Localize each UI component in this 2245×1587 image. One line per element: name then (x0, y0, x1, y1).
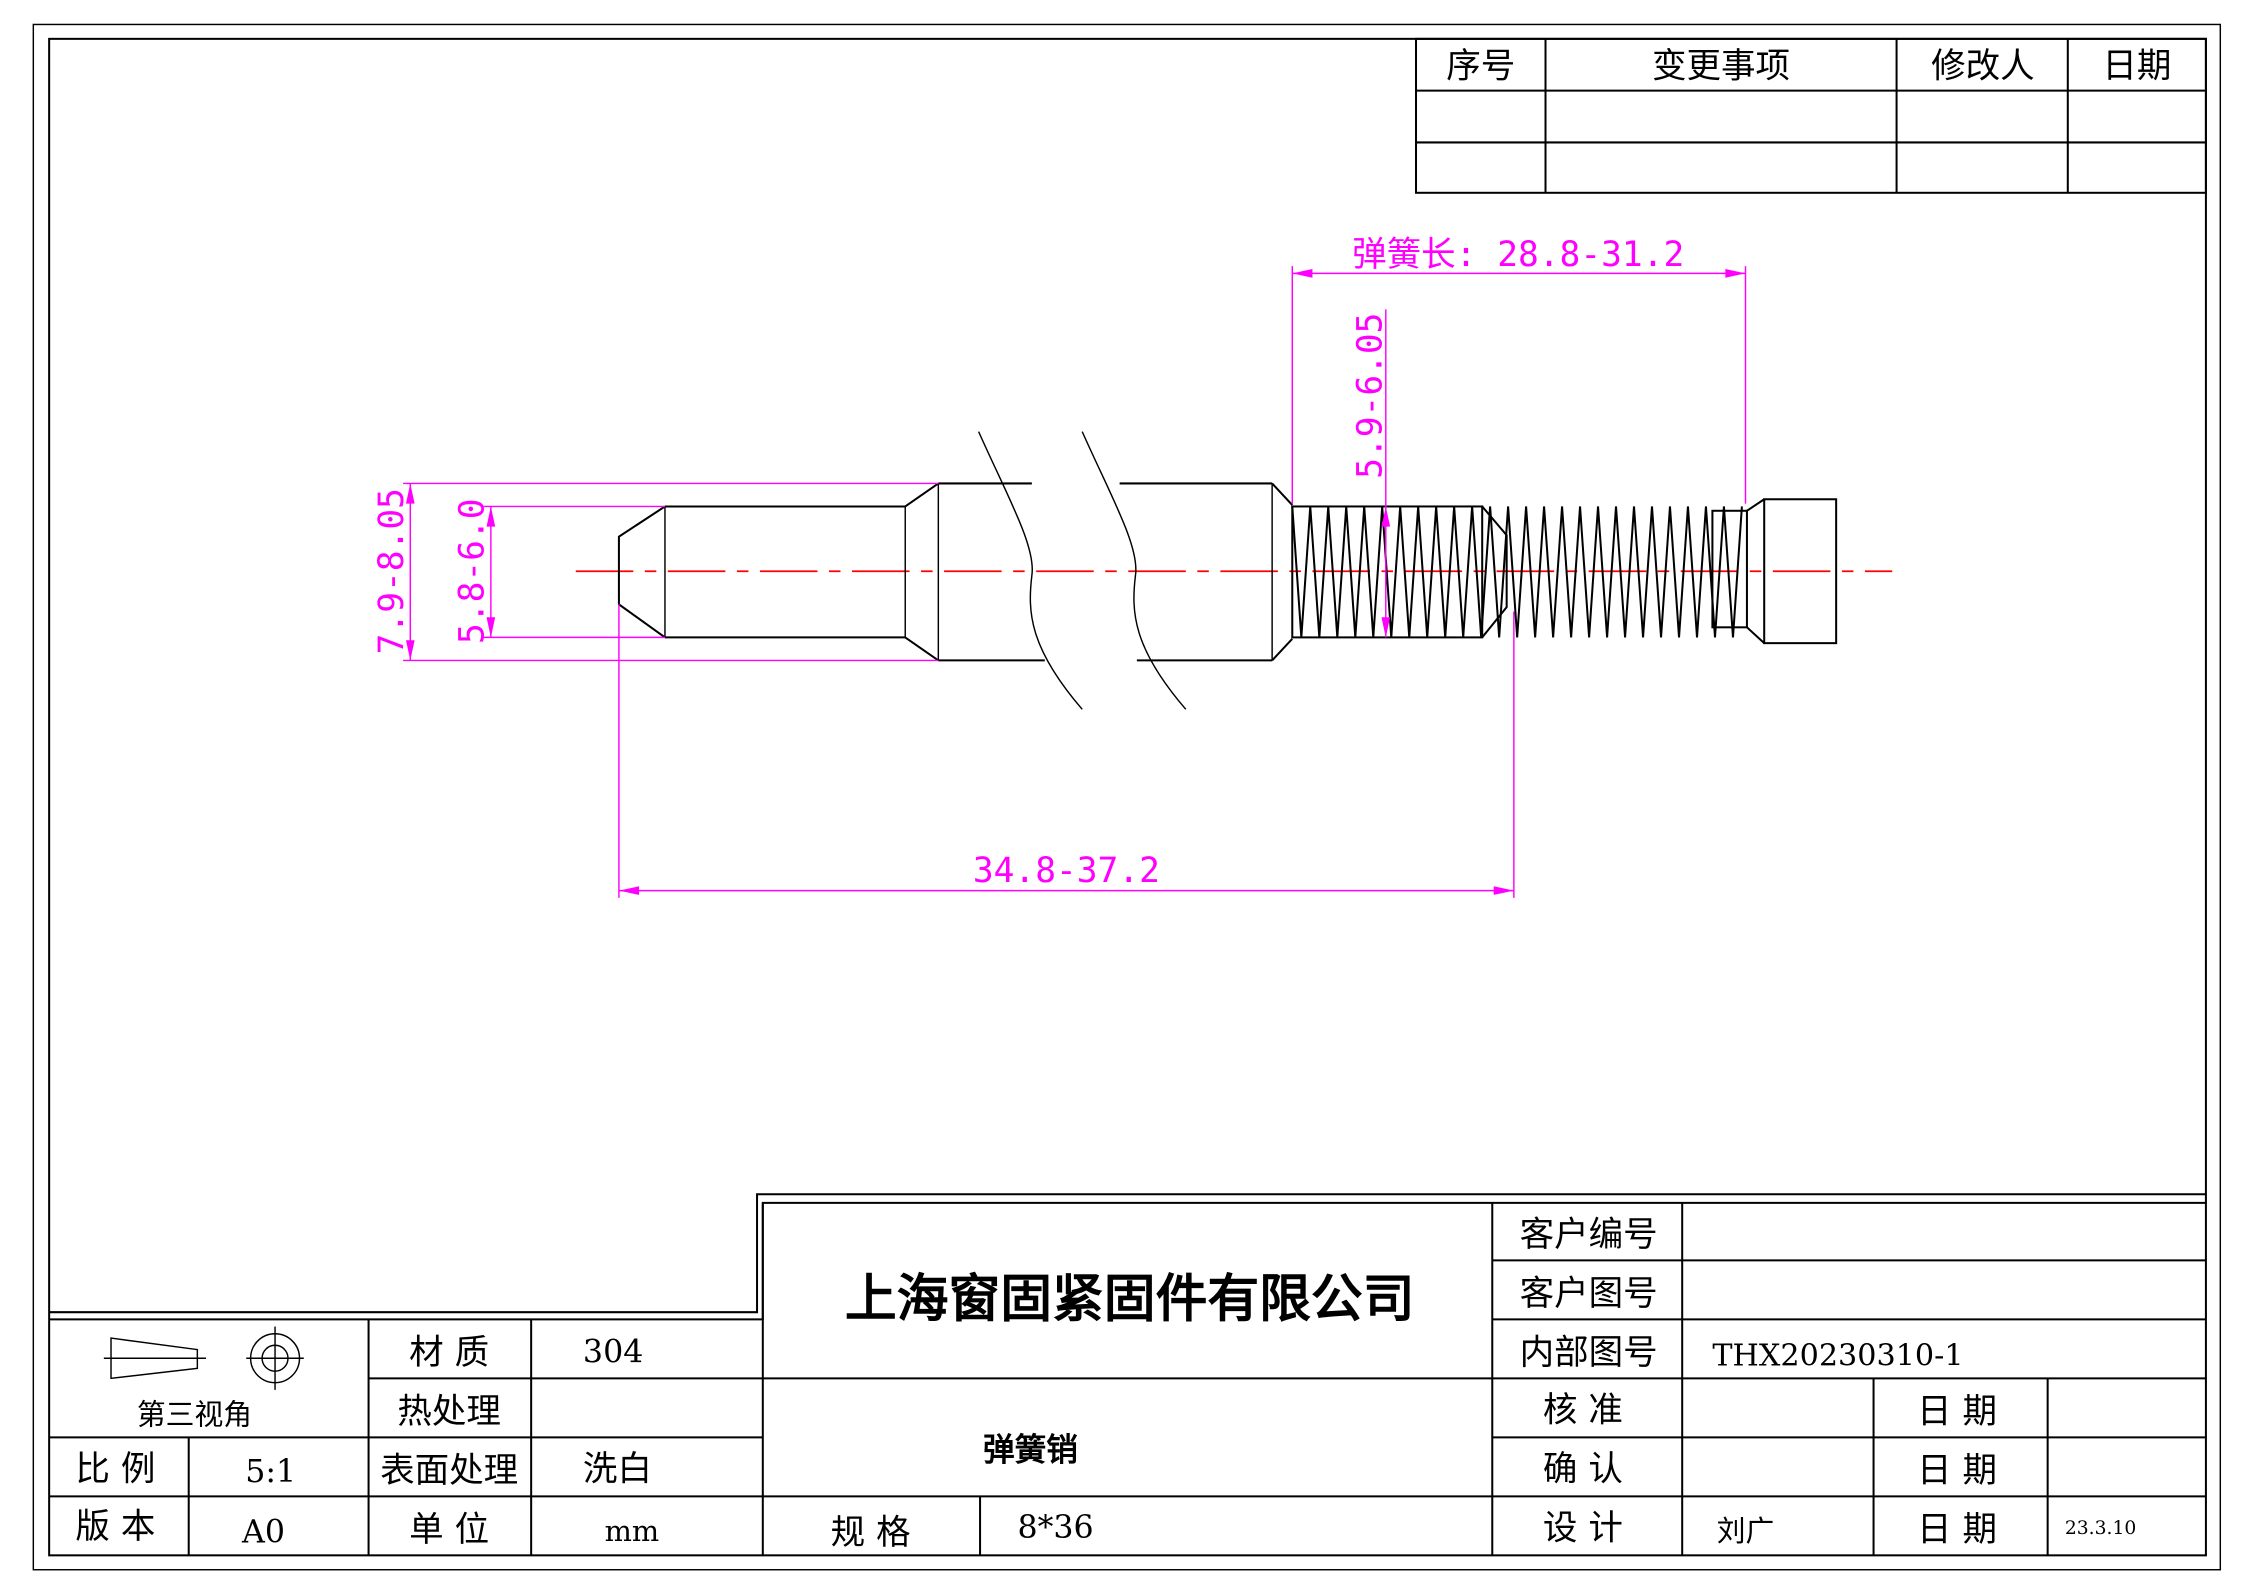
break-line (977, 431, 1083, 710)
heat-treatment-label: 热处理 (397, 1392, 501, 1432)
internal-drawing-label: 内部图号 (1520, 1333, 1658, 1373)
break-line (1081, 431, 1187, 710)
left-chamfer (617, 505, 666, 639)
outer-border (32, 23, 2222, 1571)
revision-table: 序号 变更事项 修改人 日期 (1415, 37, 2207, 194)
company-name: 上海窗固紧固件有限公司 (845, 1269, 1415, 1330)
scale-label: 比 例 (75, 1450, 155, 1490)
spring-coil (1291, 506, 1743, 638)
surface-treatment-value: 洗白 (583, 1450, 652, 1490)
spec-label: 规 格 (831, 1513, 911, 1553)
revision-header-modifier: 修改人 (1931, 47, 2035, 87)
revision-header-date: 日期 (2102, 47, 2171, 87)
scale-value: 5:1 (245, 1454, 296, 1490)
revision-header-no: 序号 (1446, 47, 1515, 87)
spring-pin-drawing (617, 431, 1838, 710)
inner-rod (1291, 505, 1484, 639)
dimensions: 弹簧长: 28.8-31.2 5.9-6.05 7.9-8.05 5.8-6.0… (372, 235, 1747, 898)
approve-date-label: 日 期 (1917, 1392, 1997, 1432)
confirm-label: 确 认 (1543, 1450, 1623, 1490)
confirm-date-label: 日 期 (1917, 1451, 1997, 1491)
customer-number-label: 客户编号 (1520, 1215, 1658, 1255)
version-value: A0 (241, 1514, 285, 1550)
inner-border (48, 37, 2207, 1557)
material-value: 304 (583, 1335, 643, 1371)
outer-diameter-dimension: 7.9-8.05 (372, 488, 412, 654)
revision-header-change: 变更事项 (1652, 47, 1790, 87)
projection-label: 第三视角 (137, 1397, 252, 1431)
approve-label: 核 准 (1543, 1391, 1623, 1431)
design-label: 设 计 (1543, 1509, 1623, 1549)
total-length-dimension: 34.8-37.2 (973, 851, 1160, 891)
inner-diameter-dimension: 5.8-6.0 (453, 498, 493, 643)
design-date-value: 23.3.10 (2065, 1518, 2136, 1539)
part-name: 弹簧销 (983, 1431, 1078, 1468)
customer-drawing-label: 客户图号 (1520, 1274, 1658, 1314)
title-block: 第三视角 上海窗固紧固件有限公司 弹簧销 材 质 304 热处理 比 例 5:1… (49, 1193, 2206, 1556)
material-label: 材 质 (409, 1333, 489, 1373)
designer-name: 刘广 (1717, 1514, 1775, 1548)
spec-value: 8*36 (1017, 1510, 1093, 1546)
spring-length-dimension: 弹簧长: 28.8-31.2 (1352, 235, 1684, 275)
spring-diameter-dimension: 5.9-6.05 (1350, 313, 1390, 479)
unit-value: mm (605, 1514, 660, 1548)
unit-label: 单 位 (409, 1510, 489, 1550)
version-label: 版 本 (75, 1507, 155, 1547)
internal-drawing-value: THX20230310-1 (1712, 1338, 1963, 1373)
design-date-label: 日 期 (1917, 1510, 1997, 1550)
third-angle-projection-icon (103, 1326, 304, 1390)
pin-head (1763, 498, 1838, 645)
surface-treatment-label: 表面处理 (380, 1451, 518, 1491)
